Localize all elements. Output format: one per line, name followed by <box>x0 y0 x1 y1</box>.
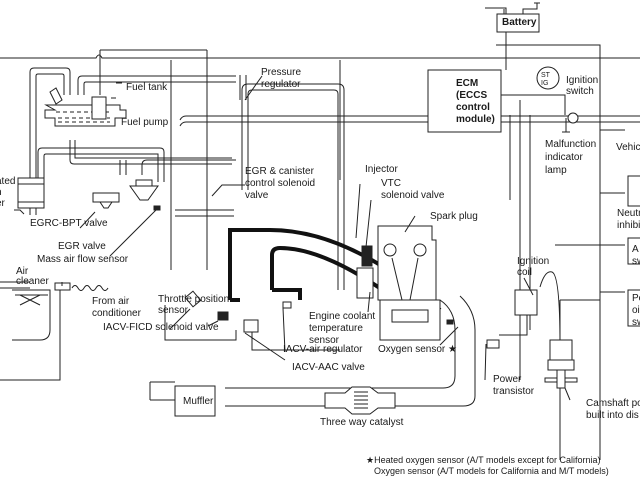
ps-switch-label-3: sw <box>632 317 640 328</box>
catalyst-label: Three way catalyst <box>320 417 404 428</box>
muffler-box <box>174 385 216 417</box>
maf-label: Mass air flow sensor <box>37 254 129 265</box>
distributor-icon <box>539 271 578 389</box>
ps-switch-label-1: Po <box>632 293 640 304</box>
neutral-switch-label-1: Neutr <box>617 208 640 219</box>
air-duct-bellows <box>71 285 109 291</box>
air-cleaner-label-2: cleaner <box>16 276 49 287</box>
power-transistor-icon <box>486 339 500 349</box>
fuel-tank-icon <box>44 87 127 127</box>
from-ac-label-1: From air <box>92 296 130 307</box>
canister-icon <box>14 177 45 215</box>
injector-label: Injector <box>365 164 398 175</box>
ps-switch-label-2: oil <box>632 305 640 316</box>
air-cleaner-icon <box>12 289 51 341</box>
ect-label-3: sensor <box>309 335 340 346</box>
egr-valve-icon <box>129 179 161 211</box>
ignition-ig-label: IG <box>541 80 549 87</box>
power-transistor-label-1: Power <box>493 374 522 385</box>
ac-switch-label-2: sw <box>632 256 640 267</box>
ficd-solenoid-icon <box>217 311 229 321</box>
camshaft-sensor-label-1: Camshaft po <box>586 398 640 409</box>
leader-lines <box>61 75 571 401</box>
ecm-label-3: control <box>456 102 490 113</box>
footnote-line-1: ★Heated oxygen sensor (A/T models except… <box>366 455 601 465</box>
canister-label-3: er <box>0 198 5 209</box>
ignition-switch-label-2: switch <box>566 86 594 97</box>
fuel-pump-label: Fuel pump <box>121 117 169 128</box>
ignition-switch-label-1: Ignition <box>566 75 599 86</box>
neutral-switch-box <box>627 175 640 207</box>
iacv-air-regulator-icon <box>282 301 292 309</box>
pressure-regulator-label-2: regulator <box>261 79 301 90</box>
ground-icon <box>503 2 540 14</box>
egr-canister-label-1: EGR & canister <box>245 166 314 177</box>
ac-switch-box <box>627 237 640 265</box>
ecm-label-4: module) <box>456 114 495 125</box>
tps-label-1: Throttle position <box>158 294 230 305</box>
ecm-box <box>427 69 502 133</box>
piping <box>0 67 640 290</box>
mil-label-2: indicator <box>545 152 583 163</box>
exhaust-pipe <box>149 295 476 407</box>
canister-label-2: n <box>0 187 2 198</box>
ground-icon <box>562 118 570 133</box>
mil-label-1: Malfunction <box>545 139 597 150</box>
egrc-bpt-label: EGRC-BPT valve <box>30 218 108 229</box>
iacv-aac-valve-icon <box>243 319 259 333</box>
ecm-label-2: (ECCS <box>456 90 488 101</box>
catalyst-icon <box>324 386 396 415</box>
neutral-switch-label-2: inhibi <box>617 220 640 231</box>
egr-canister-label-2: control solenoid <box>245 178 316 189</box>
throttle-position-sensor-icon <box>184 290 202 308</box>
egrc-bpt-valve-icon <box>92 192 120 209</box>
vtc-label-2: solenoid valve <box>381 190 445 201</box>
battery-box <box>496 13 540 33</box>
egr-valve-label: EGR valve <box>58 241 106 252</box>
air-cleaner-label-1: Air <box>16 266 29 277</box>
battery-label: Battery <box>502 17 537 28</box>
pressure-regulator-label-1: Pressure <box>261 67 302 78</box>
tps-label-2: sensor <box>158 305 189 316</box>
power-transistor-label-2: transistor <box>493 386 535 397</box>
fuel-pump-icon <box>91 96 107 120</box>
power-steering-switch-box <box>627 289 640 327</box>
fuel-tank-label: Fuel tank <box>126 82 168 93</box>
ignition-coil-label-1: Ignition <box>517 256 550 267</box>
oxygen-sensor-label: Oxygen sensor ★ <box>378 344 457 355</box>
muffler-label: Muffler <box>183 396 214 407</box>
footnote-line-2: Oxygen sensor (A/T models for California… <box>374 466 609 476</box>
engine-icon <box>356 225 441 341</box>
iacv-air-regulator-label: IACV-air regulator <box>283 344 363 355</box>
mil-label-3: lamp <box>545 165 567 176</box>
ignition-st-label: ST <box>541 72 550 79</box>
ignition-coil-icon <box>499 289 538 336</box>
iacv-aac-label: IACV-AAC valve <box>292 362 365 373</box>
ect-label-2: temperature <box>309 323 363 334</box>
canister-label-1: ated <box>0 176 16 187</box>
oxygen-sensor-icon <box>446 319 454 325</box>
ignition-coil-label-2: coil <box>517 267 533 278</box>
from-ac-label-2: conditioner <box>92 308 141 319</box>
spark-plug-label: Spark plug <box>430 211 478 222</box>
ect-label-1: Engine coolant <box>309 311 376 322</box>
egr-canister-label-3: valve <box>245 190 269 201</box>
ecm-label-1: ECM <box>456 78 479 89</box>
ac-switch-label-1: A <box>632 244 639 255</box>
ficd-label: IACV-FICD solenoid valve <box>103 322 219 333</box>
mil-lamp-icon <box>567 112 579 124</box>
ignition-switch-icon <box>536 66 560 90</box>
vehicle-speed-label: Vehic <box>616 142 640 153</box>
camshaft-sensor-label-2: built into dis <box>586 410 639 421</box>
vtc-label-1: VTC <box>381 178 401 189</box>
